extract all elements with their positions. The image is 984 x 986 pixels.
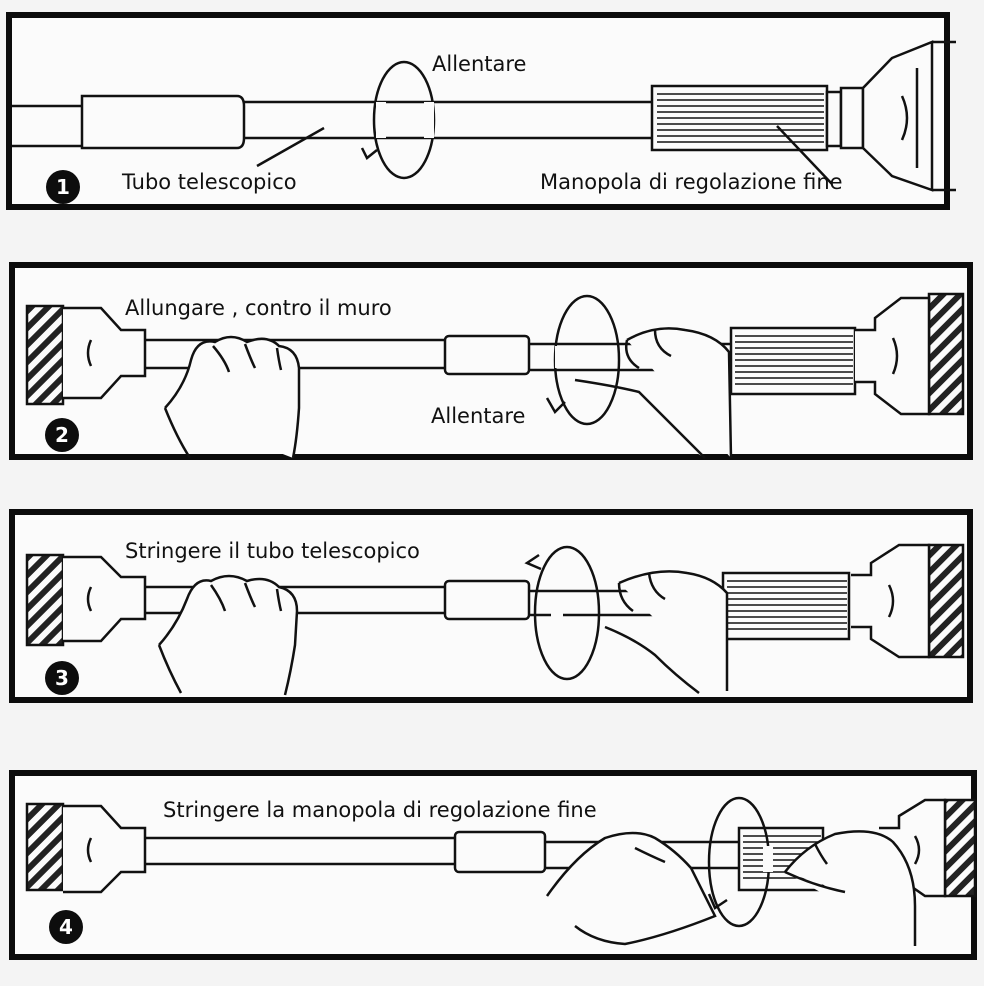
instruction-label: Stringere il tubo telescopico	[125, 539, 420, 563]
step-number-badge: 2	[45, 418, 79, 452]
step-2-panel: Allungare , contro il muro Allentare 2	[9, 262, 973, 460]
instruction-label: Allungare , contro il muro	[125, 296, 392, 320]
fine-adjustment-knob-label: Manopola di regolazione fine	[540, 170, 843, 194]
step-1-illustration	[12, 40, 956, 192]
instruction-label: Stringere la manopola di regolazione fin…	[163, 798, 597, 822]
step-4-illustration	[25, 796, 977, 946]
rotate-label: Allentare	[431, 404, 526, 428]
step-number-badge: 3	[45, 661, 79, 695]
step-3-illustration	[25, 543, 965, 696]
step-number-badge: 4	[49, 910, 83, 944]
telescopic-tube-label: Tubo telescopico	[122, 170, 297, 194]
step-3-panel: Stringere il tubo telescopico 3	[9, 509, 973, 703]
step-4-panel: Stringere la manopola di regolazione fin…	[9, 770, 977, 960]
step-2-illustration	[25, 292, 965, 459]
rotate-label: Allentare	[432, 52, 527, 76]
step-number-badge: 1	[46, 170, 80, 204]
step-1-panel: Allentare Tubo telescopico Manopola di r…	[6, 12, 956, 210]
